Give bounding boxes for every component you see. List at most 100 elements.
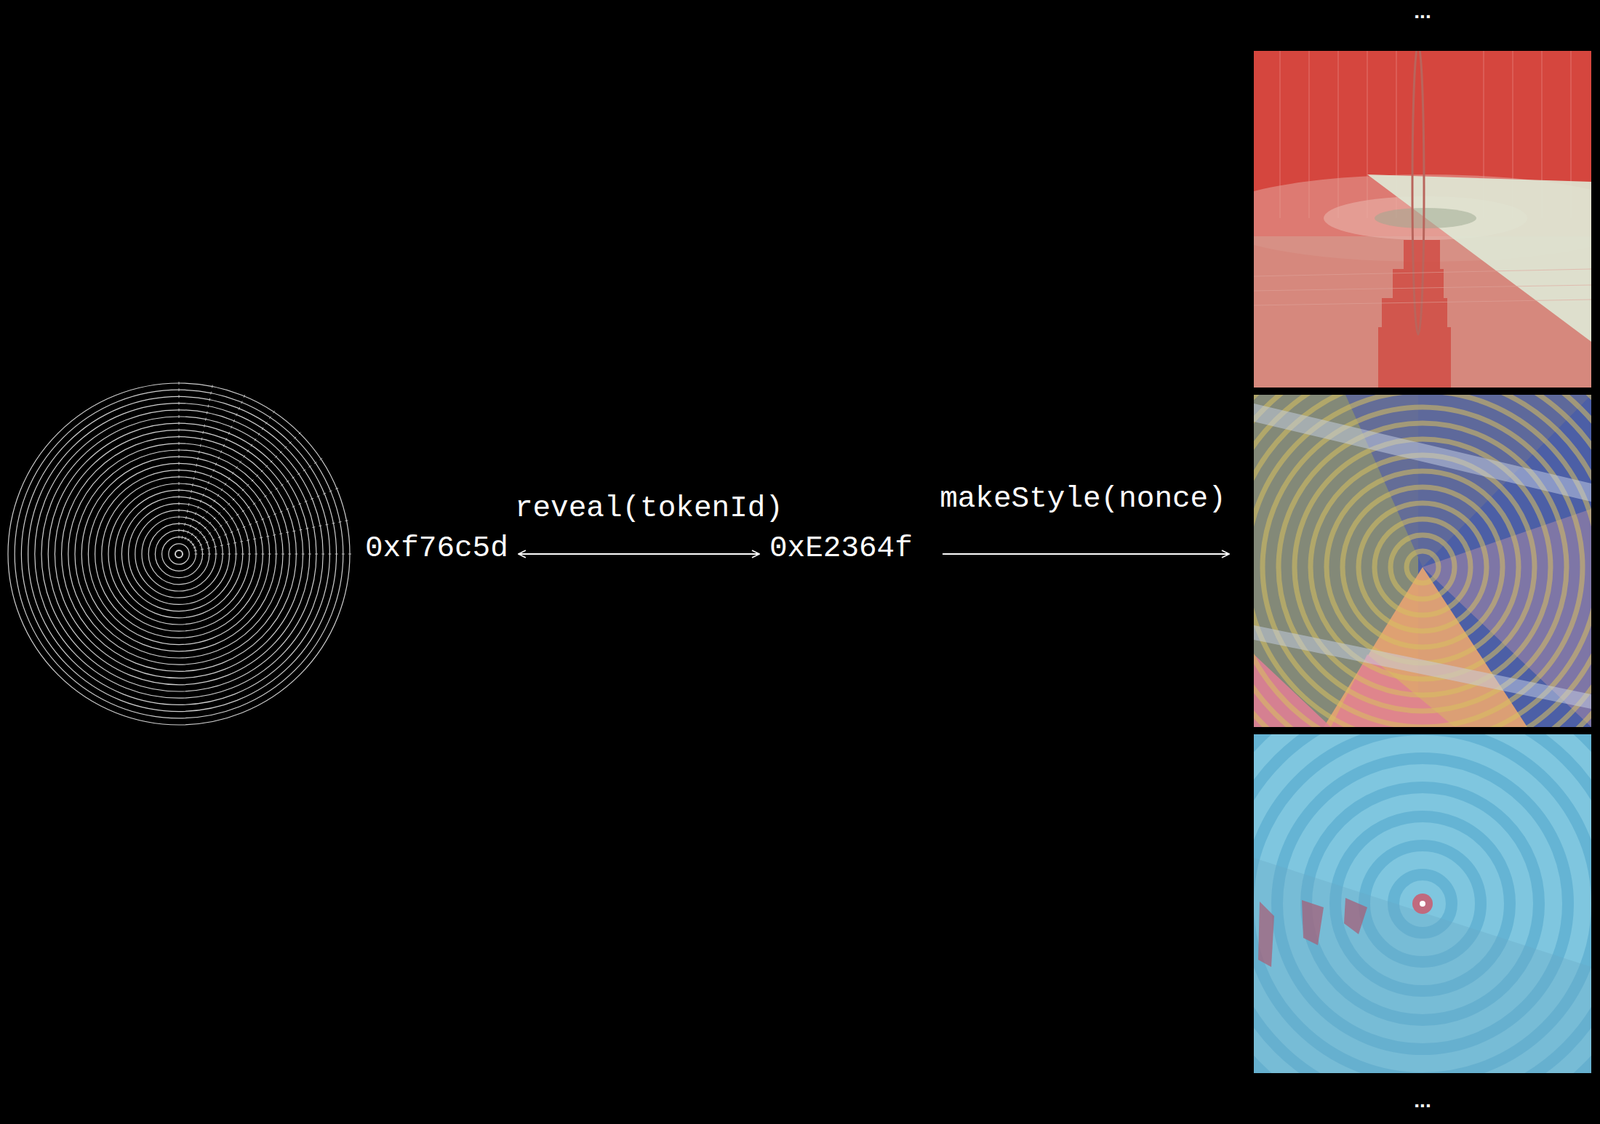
ring	[1253, 734, 1592, 1074]
tick	[285, 508, 289, 510]
tick	[279, 533, 283, 535]
tick	[224, 534, 227, 536]
tick	[192, 518, 195, 522]
ring	[81, 456, 277, 652]
tick	[178, 421, 180, 425]
tick	[189, 496, 191, 500]
tick	[193, 477, 195, 480]
tick	[220, 450, 222, 454]
tick	[187, 538, 190, 542]
tick	[240, 541, 243, 543]
ring	[21, 396, 336, 712]
ring	[1390, 535, 1455, 600]
ring	[1253, 394, 1592, 728]
tick	[256, 474, 259, 478]
style-arrow	[942, 553, 1230, 555]
tick	[294, 554, 298, 555]
tick	[200, 444, 202, 448]
tick	[178, 448, 180, 452]
tick	[208, 481, 210, 485]
tick	[210, 475, 212, 479]
tick	[178, 415, 180, 419]
tick	[199, 544, 203, 547]
tick	[236, 514, 239, 516]
tick	[219, 525, 222, 527]
tick	[289, 441, 292, 444]
ring	[1342, 487, 1503, 648]
tick	[213, 528, 216, 531]
ring	[61, 437, 297, 672]
tick	[217, 494, 219, 497]
tick	[243, 394, 246, 398]
tick	[194, 528, 197, 531]
tick	[208, 398, 211, 402]
tick	[314, 554, 318, 555]
hex-address: 0xf76c5d	[354, 529, 519, 568]
tick	[246, 539, 250, 542]
tick	[280, 450, 283, 454]
tick	[259, 537, 263, 539]
tick	[253, 503, 256, 505]
tick	[292, 506, 296, 508]
ring	[1253, 394, 1592, 728]
tick	[335, 554, 339, 555]
tick	[193, 546, 197, 549]
tick	[314, 461, 317, 464]
ring	[1406, 551, 1439, 584]
tick	[186, 509, 189, 513]
ring	[168, 544, 190, 565]
style-image-blue	[1253, 734, 1592, 1074]
tick	[202, 431, 204, 435]
tick	[178, 502, 180, 506]
tick	[198, 522, 200, 525]
tick	[267, 516, 271, 518]
tick	[258, 433, 260, 436]
ring	[148, 523, 210, 585]
tick	[189, 541, 192, 544]
ring	[1253, 734, 1592, 1074]
ring	[14, 389, 344, 719]
tick	[178, 381, 180, 385]
tick	[254, 438, 256, 441]
ring	[1253, 394, 1592, 728]
tick	[181, 536, 184, 539]
tick	[204, 527, 207, 530]
tick	[272, 410, 275, 414]
ellipsis: ...	[1413, 1, 1431, 22]
tick	[325, 524, 328, 526]
tick	[178, 435, 180, 439]
tick	[286, 480, 289, 483]
tick	[321, 554, 325, 555]
tick	[308, 554, 312, 555]
tick	[202, 536, 206, 539]
tick	[221, 488, 223, 491]
tick	[301, 554, 305, 555]
tick	[255, 521, 259, 523]
tick	[194, 512, 197, 516]
tick	[274, 554, 278, 555]
tick	[269, 416, 271, 419]
ring	[1374, 519, 1471, 616]
ring	[1326, 471, 1519, 664]
tick	[178, 455, 180, 459]
connector	[518, 553, 760, 555]
ring	[48, 423, 310, 686]
tick	[280, 484, 283, 486]
ring	[1253, 734, 1592, 1074]
tick	[288, 554, 291, 555]
tick	[298, 432, 302, 435]
tick	[224, 482, 227, 486]
style-image-multicolor	[1253, 394, 1592, 728]
tick	[220, 544, 224, 547]
ring	[135, 510, 223, 598]
tick	[238, 407, 240, 411]
tick	[338, 521, 342, 523]
tick	[197, 457, 199, 461]
tick	[298, 503, 302, 505]
ring	[1253, 394, 1592, 728]
ring	[108, 483, 250, 625]
tick	[218, 536, 222, 539]
tick	[236, 529, 240, 531]
tick	[234, 554, 238, 555]
tick	[178, 428, 180, 432]
